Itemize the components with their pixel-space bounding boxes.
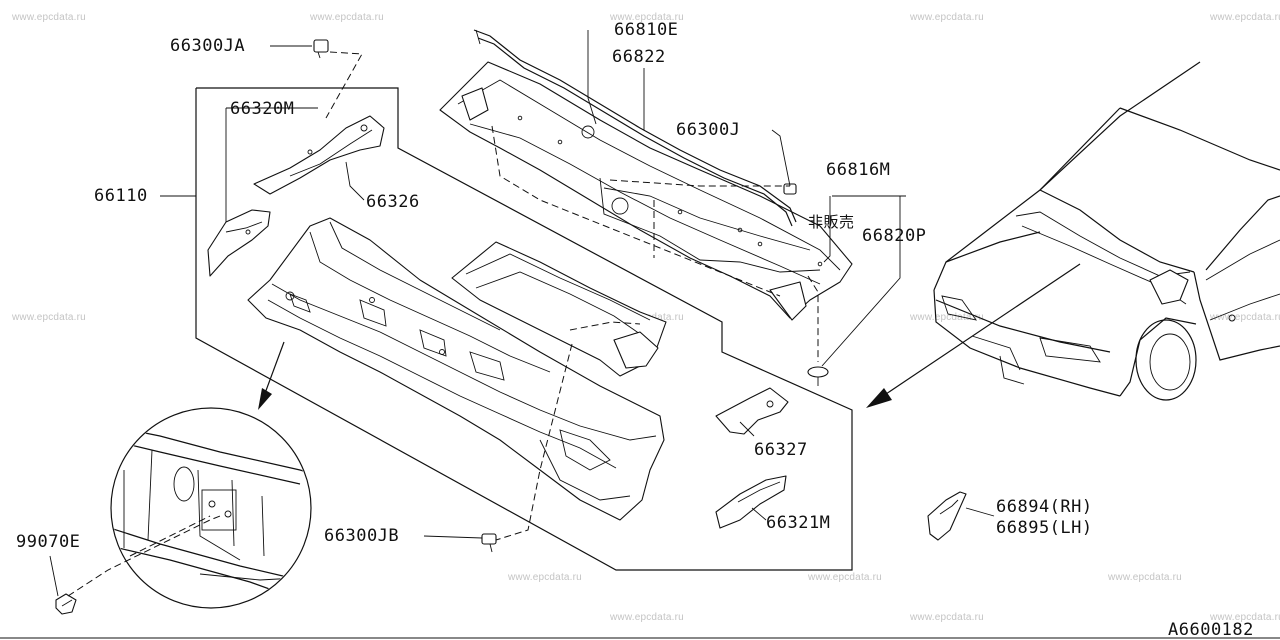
watermark: www.epcdata.ru — [12, 312, 86, 323]
bracket-66320M — [207, 209, 271, 277]
watermark: www.epcdata.ru — [310, 12, 384, 23]
part-label-66894: 66894(RH) — [996, 497, 1093, 517]
part-label-66320M: 66320M — [230, 99, 295, 119]
watermark: www.epcdata.ru — [910, 612, 984, 623]
watermark: www.epcdata.ru — [1210, 12, 1280, 23]
part-label-66895: 66895(LH) — [996, 518, 1093, 538]
clip-66820P — [807, 366, 829, 386]
part-label-66300JB: 66300JB — [324, 526, 400, 546]
part-label-99070E: 99070E — [16, 532, 81, 552]
bracket-66321M — [715, 475, 787, 529]
drawing-code: A6600182 — [1168, 620, 1254, 640]
watermark: www.epcdata.ru — [12, 12, 86, 23]
location-arrow — [866, 263, 1081, 408]
cowl-seal-strip — [473, 29, 797, 227]
bracket-66326 — [253, 115, 385, 195]
watermark: www.epcdata.ru — [910, 312, 984, 323]
part-label-66300JA: 66300JA — [170, 36, 246, 56]
clip-66300JB — [481, 533, 497, 553]
part-label-66820P: 66820P — [862, 226, 927, 246]
clip-66300JA — [313, 39, 329, 59]
watermark: www.epcdata.ru — [808, 572, 882, 583]
detail-arrow — [258, 341, 285, 410]
screw-99070E — [55, 593, 77, 615]
watermark: www.epcdata.ru — [910, 12, 984, 23]
part-label-66816M: 66816M — [826, 160, 891, 180]
dashed-lines — [67, 51, 819, 597]
watermark: www.epcdata.ru — [610, 12, 684, 23]
cowl-top-main — [247, 217, 665, 521]
clip-66894-66895 — [927, 491, 967, 541]
watermark: www.epcdata.ru — [610, 612, 684, 623]
part-label-66822: 66822 — [612, 47, 666, 67]
watermark: www.epcdata.ru — [1210, 612, 1280, 623]
cowl-top-panel — [439, 61, 853, 321]
leader-lines — [49, 30, 995, 597]
part-label-66110: 66110 — [94, 186, 148, 206]
cowl-top-inner — [451, 241, 667, 377]
bracket-66327 — [715, 387, 789, 435]
part-label-66810E: 66810E — [614, 20, 679, 40]
not-for-sale-note: 非販売 — [808, 213, 855, 231]
part-label-66300J: 66300J — [676, 120, 741, 140]
watermark: www.epcdata.ru — [508, 572, 582, 583]
part-label-66321M: 66321M — [766, 513, 831, 533]
watermark: www.epcdata.ru — [1108, 572, 1182, 583]
vehicle-outline — [933, 61, 1280, 401]
watermark: www.epcdata.ru — [1210, 312, 1280, 323]
part-label-66326: 66326 — [366, 192, 420, 212]
detail-circle — [110, 407, 312, 609]
assembly-outline — [195, 87, 853, 571]
part-label-66327: 66327 — [754, 440, 808, 460]
